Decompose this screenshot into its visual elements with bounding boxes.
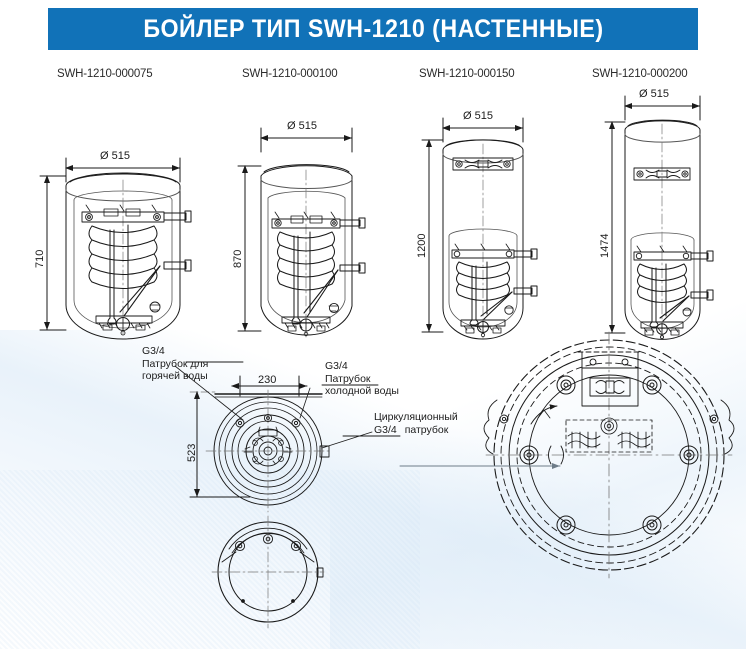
callout-hot-water: G3/4 Патрубок для горячей воды [142, 345, 208, 383]
title-banner: БОЙЛЕР ТИП SWH-1210 (НАСТЕННЫЕ) [48, 8, 698, 50]
callout-circulation: Циркуляционный G3/4 патрубок [374, 411, 458, 436]
cold-water-thread: G3/4 [325, 360, 348, 372]
dim-bottom-height: 523 [186, 443, 198, 462]
dim-height-4: 1474 [599, 233, 611, 258]
hot-water-line2: горячей воды [142, 370, 208, 382]
model-caption-1: SWH-1210-000075 [57, 68, 153, 80]
circulation-line1: Циркуляционный [374, 411, 458, 423]
circulation-line2: патрубок [404, 423, 449, 436]
dim-height-2: 870 [232, 249, 244, 268]
bottom-view-ports [174, 361, 401, 513]
model-caption-4: SWH-1210-000200 [592, 68, 688, 80]
dim-diameter-1: Ø 515 [100, 150, 130, 162]
dim-height-1: 710 [34, 249, 46, 268]
dim-height-3: 1200 [416, 233, 428, 258]
model-caption-2: SWH-1210-000100 [242, 68, 338, 80]
dim-diameter-2: Ø 515 [287, 120, 317, 132]
page-title: БОЙЛЕР ТИП SWH-1210 (НАСТЕННЫЕ) [142, 14, 604, 43]
callout-cold-water: G3/4 Патрубок холодной воды [325, 360, 399, 398]
boiler-drawing-1 [39, 157, 192, 340]
circulation-thread: G3/4 [374, 423, 397, 436]
model-caption-3: SWH-1210-000150 [419, 68, 515, 80]
dim-bottom-width: 230 [258, 374, 277, 386]
dim-diameter-4: Ø 515 [639, 88, 669, 100]
cold-water-line1: Патрубок [325, 372, 371, 385]
boiler-drawing-4 [604, 95, 714, 340]
boiler-drawing-2 [237, 127, 366, 338]
hot-water-line1: Патрубок для [142, 357, 209, 370]
flange-ring-detail [211, 515, 325, 629]
hot-water-thread: G3/4 [142, 345, 165, 357]
bottom-flange-detail-large [399, 331, 735, 579]
cold-water-line2: холодной воды [325, 385, 399, 397]
dim-diameter-3: Ø 515 [463, 110, 493, 122]
boiler-drawing-3 [421, 117, 538, 340]
